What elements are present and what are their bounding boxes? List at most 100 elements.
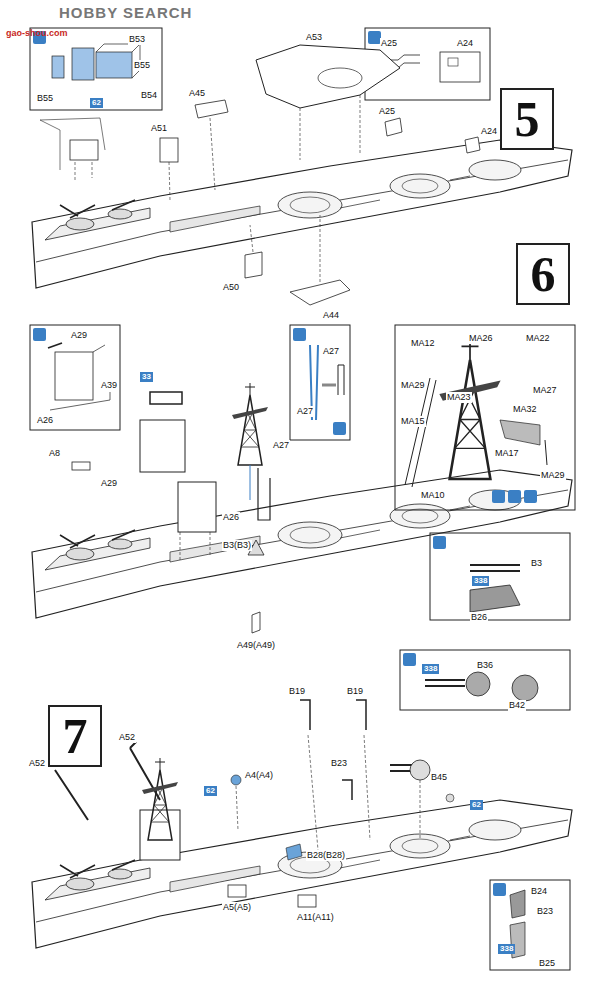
part-number: A50 bbox=[222, 282, 240, 293]
part-number: MA26 bbox=[468, 333, 494, 344]
paint-code: 62 bbox=[470, 800, 483, 810]
drawing-part bbox=[32, 140, 572, 288]
part-number: B36 bbox=[476, 660, 494, 671]
part-number: A44 bbox=[322, 310, 340, 321]
part-number: MA27 bbox=[532, 385, 558, 396]
paint-code: 62 bbox=[90, 98, 103, 108]
part-number: A29 bbox=[100, 478, 118, 489]
drawing-part bbox=[333, 422, 346, 435]
part-number: B19 bbox=[346, 686, 364, 697]
drawing-part bbox=[50, 345, 110, 410]
drawing-part bbox=[52, 56, 64, 78]
part-number: A26 bbox=[222, 512, 240, 523]
part-number: MA23 bbox=[446, 392, 472, 403]
part-number: MA29 bbox=[540, 470, 566, 481]
part-number: B55 bbox=[36, 93, 54, 104]
drawing-part bbox=[32, 470, 572, 618]
drawing-part bbox=[439, 340, 500, 479]
drawing-part bbox=[298, 895, 316, 907]
part-number: MA32 bbox=[512, 404, 538, 415]
part-number: A26 bbox=[36, 415, 54, 426]
part-number: A25 bbox=[378, 106, 396, 117]
drawing-part bbox=[245, 252, 262, 278]
part-number: B26 bbox=[470, 612, 488, 623]
step-number-box: 6 bbox=[516, 243, 570, 305]
drawing-part bbox=[178, 482, 216, 532]
drawing-part bbox=[308, 735, 370, 850]
step-number: 7 bbox=[63, 711, 88, 761]
part-number: B3(B3) bbox=[222, 540, 252, 551]
drawing-part bbox=[403, 653, 416, 666]
part-number: A53 bbox=[305, 32, 323, 43]
drawing-part bbox=[72, 462, 90, 470]
drawing-part bbox=[508, 490, 521, 503]
part-number: A52 bbox=[28, 758, 46, 769]
paint-code: 33 bbox=[140, 372, 153, 382]
drawing-part bbox=[150, 392, 182, 404]
drawing-part bbox=[33, 328, 46, 341]
drawing-part bbox=[290, 280, 350, 305]
drawing-part bbox=[140, 420, 185, 472]
drawing-part bbox=[400, 650, 570, 710]
drawing-part bbox=[385, 118, 480, 153]
drawing-part bbox=[48, 343, 62, 348]
watermark: HOBBY SEARCH bbox=[58, 4, 193, 21]
part-number: A29 bbox=[70, 330, 88, 341]
drawing-part bbox=[300, 700, 366, 730]
drawing-part bbox=[410, 760, 430, 780]
drawing-part bbox=[439, 340, 500, 479]
drawing-part bbox=[195, 100, 228, 118]
part-number: B23 bbox=[536, 906, 554, 917]
part-number: A24 bbox=[480, 126, 498, 137]
drawing-part bbox=[420, 780, 421, 840]
drawing-part bbox=[236, 786, 238, 830]
drawing-part bbox=[320, 215, 321, 282]
part-number: A11(A11) bbox=[296, 912, 335, 923]
drawing-part bbox=[300, 95, 360, 160]
drawing-part bbox=[500, 420, 540, 445]
drawing-part bbox=[512, 675, 538, 701]
paint-code: 338 bbox=[472, 576, 489, 586]
watermark-url: gao-shou.com bbox=[5, 28, 69, 39]
drawing-part bbox=[470, 565, 520, 571]
drawing-part bbox=[96, 52, 132, 78]
drawing-part bbox=[293, 328, 306, 341]
drawing-part bbox=[75, 162, 92, 180]
drawing-part bbox=[433, 536, 446, 549]
drawing-part bbox=[286, 844, 302, 860]
part-number: MA15 bbox=[400, 416, 426, 427]
drawing-part bbox=[231, 775, 241, 785]
part-number: B42 bbox=[508, 700, 526, 711]
drawing-part bbox=[70, 140, 98, 160]
part-number: B23 bbox=[330, 758, 348, 769]
drawing-part bbox=[290, 325, 350, 440]
drawing-part bbox=[395, 325, 575, 510]
drawing-part bbox=[490, 880, 570, 970]
part-number: MA29 bbox=[400, 380, 426, 391]
part-number: B19 bbox=[288, 686, 306, 697]
drawing-part bbox=[180, 532, 210, 560]
part-number: A24 bbox=[456, 38, 474, 49]
part-number: MA22 bbox=[525, 333, 551, 344]
drawing-part bbox=[510, 890, 525, 918]
part-number: A8 bbox=[48, 448, 61, 459]
part-number: A27 bbox=[322, 346, 340, 357]
paint-code: 338 bbox=[422, 664, 439, 674]
part-number: A39 bbox=[100, 380, 118, 391]
drawing-part bbox=[256, 45, 400, 108]
drawing-part bbox=[210, 118, 215, 190]
part-number: A51 bbox=[150, 123, 168, 134]
drawing-part bbox=[425, 680, 465, 686]
drawing-part bbox=[430, 533, 570, 620]
part-number: A27 bbox=[272, 440, 290, 451]
part-number: B24 bbox=[530, 886, 548, 897]
drawing-part bbox=[169, 162, 170, 200]
part-number: A25 bbox=[380, 38, 398, 49]
drawing-part bbox=[142, 758, 178, 840]
drawing-part bbox=[32, 800, 572, 948]
step-number: 6 bbox=[531, 249, 556, 299]
drawing-part bbox=[160, 138, 178, 162]
drawing-part bbox=[338, 365, 344, 395]
part-number: A5(A5) bbox=[222, 902, 252, 913]
drawing-part bbox=[342, 780, 352, 800]
